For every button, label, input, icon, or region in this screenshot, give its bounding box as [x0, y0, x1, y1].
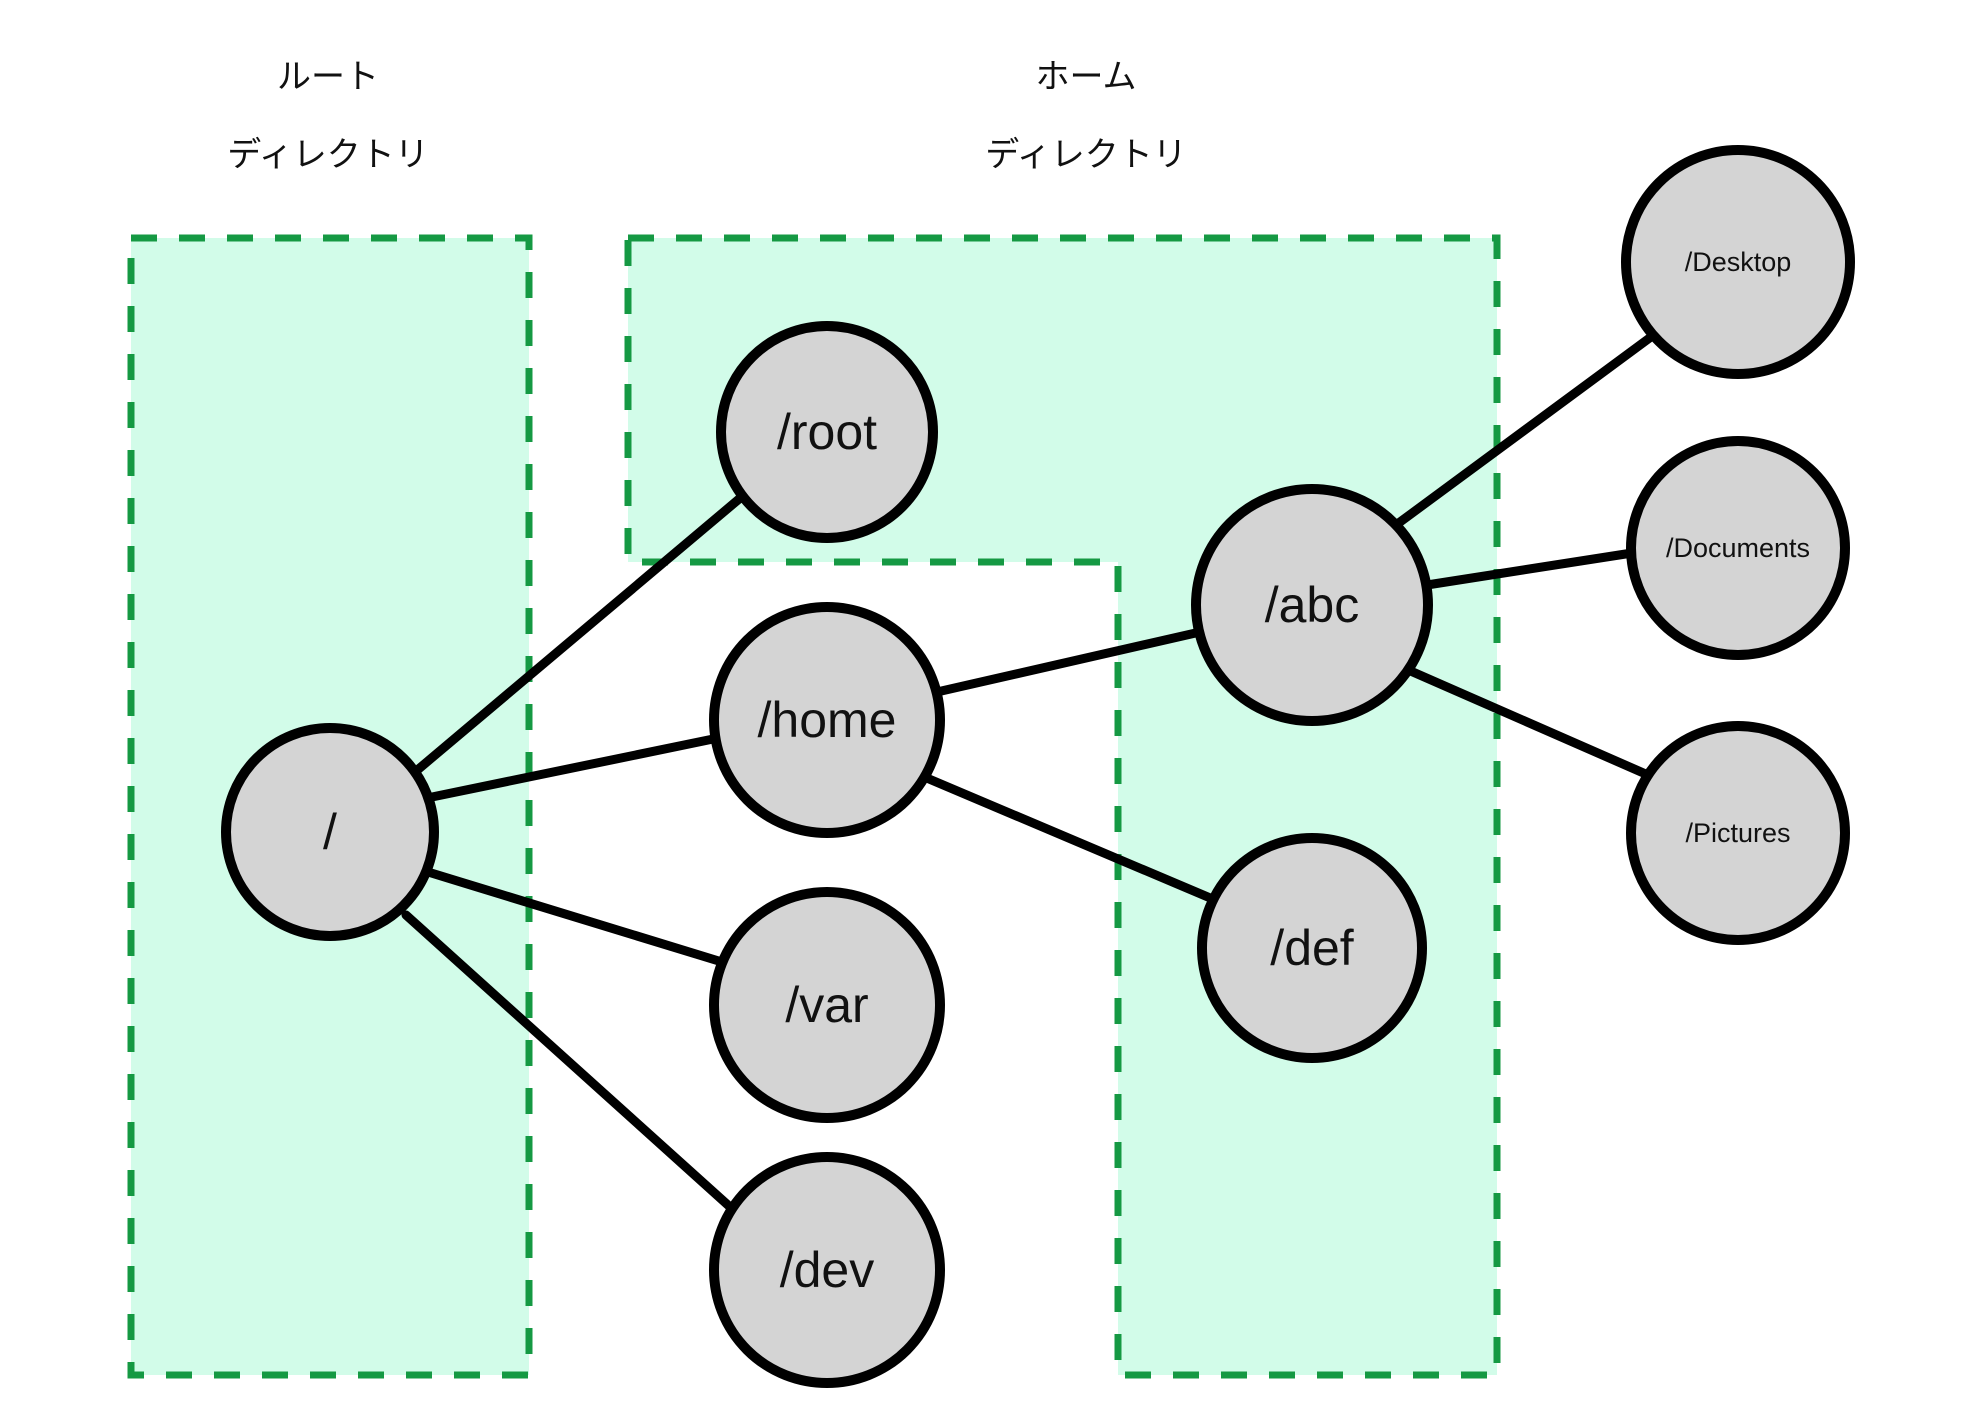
node-dev-dir-circle[interactable]	[709, 1152, 945, 1388]
node-root-slash-label: /	[323, 804, 337, 860]
node-def-dir-label: /def	[1270, 920, 1354, 976]
edge-home-to-abc	[932, 627, 1205, 697]
node-root-dir[interactable]: /root	[716, 321, 938, 543]
node-desktop-dir-circle[interactable]	[1621, 145, 1855, 379]
root-directory-label-line2: ディレクトリ	[227, 136, 429, 174]
edge-home-to-def	[917, 771, 1220, 905]
node-documents-dir-circle[interactable]	[1626, 436, 1850, 660]
node-desktop-dir-label: /Desktop	[1685, 247, 1792, 277]
edge-abc-to-documents	[1422, 548, 1637, 590]
node-dev-dir-label: /dev	[780, 1242, 875, 1298]
node-var-dir[interactable]: /var	[709, 887, 945, 1123]
node-documents-dir[interactable]: /Documents	[1626, 436, 1850, 660]
node-root-slash-circle[interactable]	[221, 723, 439, 941]
node-var-dir-label: /var	[785, 977, 868, 1033]
edge-root-to-var	[423, 867, 727, 967]
node-def-dir-circle[interactable]	[1197, 833, 1427, 1063]
edge-group	[401, 329, 1660, 1211]
node-root-dir-circle[interactable]	[716, 321, 938, 543]
node-def-dir[interactable]: /def	[1197, 833, 1427, 1063]
edge-abc-to-pictures	[1401, 664, 1653, 780]
region-captions: ルート ディレクトリ ホーム ディレクトリ	[227, 58, 1187, 174]
home-directory-label-line2: ディレクトリ	[985, 136, 1187, 174]
node-documents-dir-label: /Documents	[1666, 533, 1810, 563]
node-abc-dir-circle[interactable]	[1191, 484, 1433, 726]
node-var-dir-circle[interactable]	[709, 887, 945, 1123]
edge-root-to-rootdir	[410, 489, 750, 777]
edge-abc-to-desktop	[1391, 329, 1660, 530]
node-pictures-dir-circle[interactable]	[1626, 721, 1850, 945]
home-directory-label-line1: ホーム	[1036, 58, 1137, 96]
node-root-dir-label: /root	[777, 404, 877, 460]
node-home-dir-label: /home	[758, 692, 897, 748]
node-home-dir[interactable]: /home	[709, 602, 945, 838]
root-directory-label-line1: ルート	[277, 58, 379, 96]
node-desktop-dir[interactable]: /Desktop	[1621, 145, 1855, 379]
node-group: / /root /home /var /dev /abc	[221, 145, 1855, 1388]
node-dev-dir[interactable]: /dev	[709, 1152, 945, 1388]
node-pictures-dir[interactable]: /Pictures	[1626, 721, 1850, 945]
node-home-dir-circle[interactable]	[709, 602, 945, 838]
node-abc-dir-label: /abc	[1265, 577, 1360, 633]
edge-root-to-dev	[401, 910, 734, 1211]
node-root-slash[interactable]: /	[221, 723, 439, 941]
node-abc-dir[interactable]: /abc	[1191, 484, 1433, 726]
edge-root-to-home	[427, 733, 723, 802]
node-pictures-dir-label: /Pictures	[1685, 818, 1790, 848]
